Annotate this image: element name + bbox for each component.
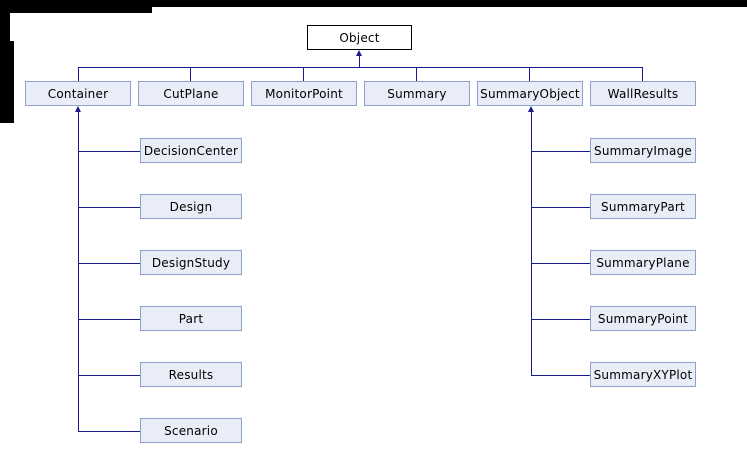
edge-branch-decisioncenter (78, 151, 141, 152)
class-node-label: WallResults (607, 86, 679, 101)
class-node-scenario[interactable]: Scenario (140, 418, 242, 443)
class-node-label: Object (339, 30, 380, 45)
class-node-label: Results (168, 367, 214, 382)
class-node-label: Design (169, 199, 213, 214)
edge-branch-summarypoint (531, 319, 591, 320)
class-node-label: Part (178, 311, 204, 326)
class-node-summaryimage[interactable]: SummaryImage (590, 138, 696, 163)
edge-drop-summaryobject (529, 67, 530, 82)
edge-bus-to-object (359, 56, 360, 68)
edge-bus-level2 (78, 67, 643, 68)
class-node-design[interactable]: Design (140, 194, 242, 219)
class-node-object[interactable]: Object (307, 25, 412, 50)
class-node-cutplane[interactable]: CutPlane (138, 81, 244, 106)
edge-branch-summaryplane (531, 263, 591, 264)
class-node-label: SummaryImage (594, 143, 692, 158)
frame-band-top (0, 0, 747, 7)
edge-branch-summarypart (531, 207, 591, 208)
class-node-label: SummaryPoint (597, 311, 689, 326)
edge-branch-summaryimage (531, 151, 591, 152)
class-node-part[interactable]: Part (140, 306, 242, 331)
class-node-decisioncenter[interactable]: DecisionCenter (140, 138, 242, 163)
class-node-monitorpoint[interactable]: MonitorPoint (251, 81, 357, 106)
class-node-label: Scenario (164, 423, 218, 438)
edge-branch-design (78, 207, 141, 208)
edge-drop-summary (416, 67, 417, 82)
class-node-container[interactable]: Container (25, 81, 131, 106)
edge-trunk-summaryobject (531, 112, 532, 376)
class-node-summaryobject[interactable]: SummaryObject (477, 81, 583, 106)
arrowhead-to-object (356, 50, 362, 56)
class-node-wallresults[interactable]: WallResults (590, 81, 696, 106)
class-node-label: Container (47, 86, 109, 101)
class-node-label: CutPlane (163, 86, 219, 101)
edge-drop-monitorpoint (303, 67, 304, 82)
frame-band-top-left (0, 0, 152, 13)
edge-drop-wallresults (642, 67, 643, 82)
class-node-summary[interactable]: Summary (364, 81, 470, 106)
class-node-designstudy[interactable]: DesignStudy (140, 250, 242, 275)
class-node-label: Summary (387, 86, 447, 101)
frame-band-left-upper (0, 0, 10, 41)
class-node-summaryxyplot[interactable]: SummaryXYPlot (590, 362, 696, 387)
class-node-label: SummaryPlane (596, 255, 690, 270)
arrowhead-to-container (75, 106, 81, 112)
frame-band-left-lower (0, 41, 14, 123)
class-node-label: SummaryPart (601, 199, 685, 214)
class-node-summarypart[interactable]: SummaryPart (590, 194, 696, 219)
edge-branch-part (78, 319, 141, 320)
class-node-summaryplane[interactable]: SummaryPlane (590, 250, 696, 275)
class-node-label: SummaryObject (480, 86, 580, 101)
class-node-label: DecisionCenter (143, 143, 239, 158)
edge-branch-summaryxyplot (531, 375, 591, 376)
class-node-label: SummaryXYPlot (593, 367, 693, 382)
edge-trunk-container (78, 112, 79, 432)
class-node-summarypoint[interactable]: SummaryPoint (590, 306, 696, 331)
class-node-label: DesignStudy (151, 255, 231, 270)
class-node-label: MonitorPoint (265, 86, 343, 101)
edge-drop-cutplane (190, 67, 191, 82)
edge-drop-container (78, 67, 79, 82)
edge-branch-designstudy (78, 263, 141, 264)
edge-branch-scenario (78, 431, 141, 432)
arrowhead-to-summaryobject (528, 106, 534, 112)
edge-branch-results (78, 375, 141, 376)
class-node-results[interactable]: Results (140, 362, 242, 387)
